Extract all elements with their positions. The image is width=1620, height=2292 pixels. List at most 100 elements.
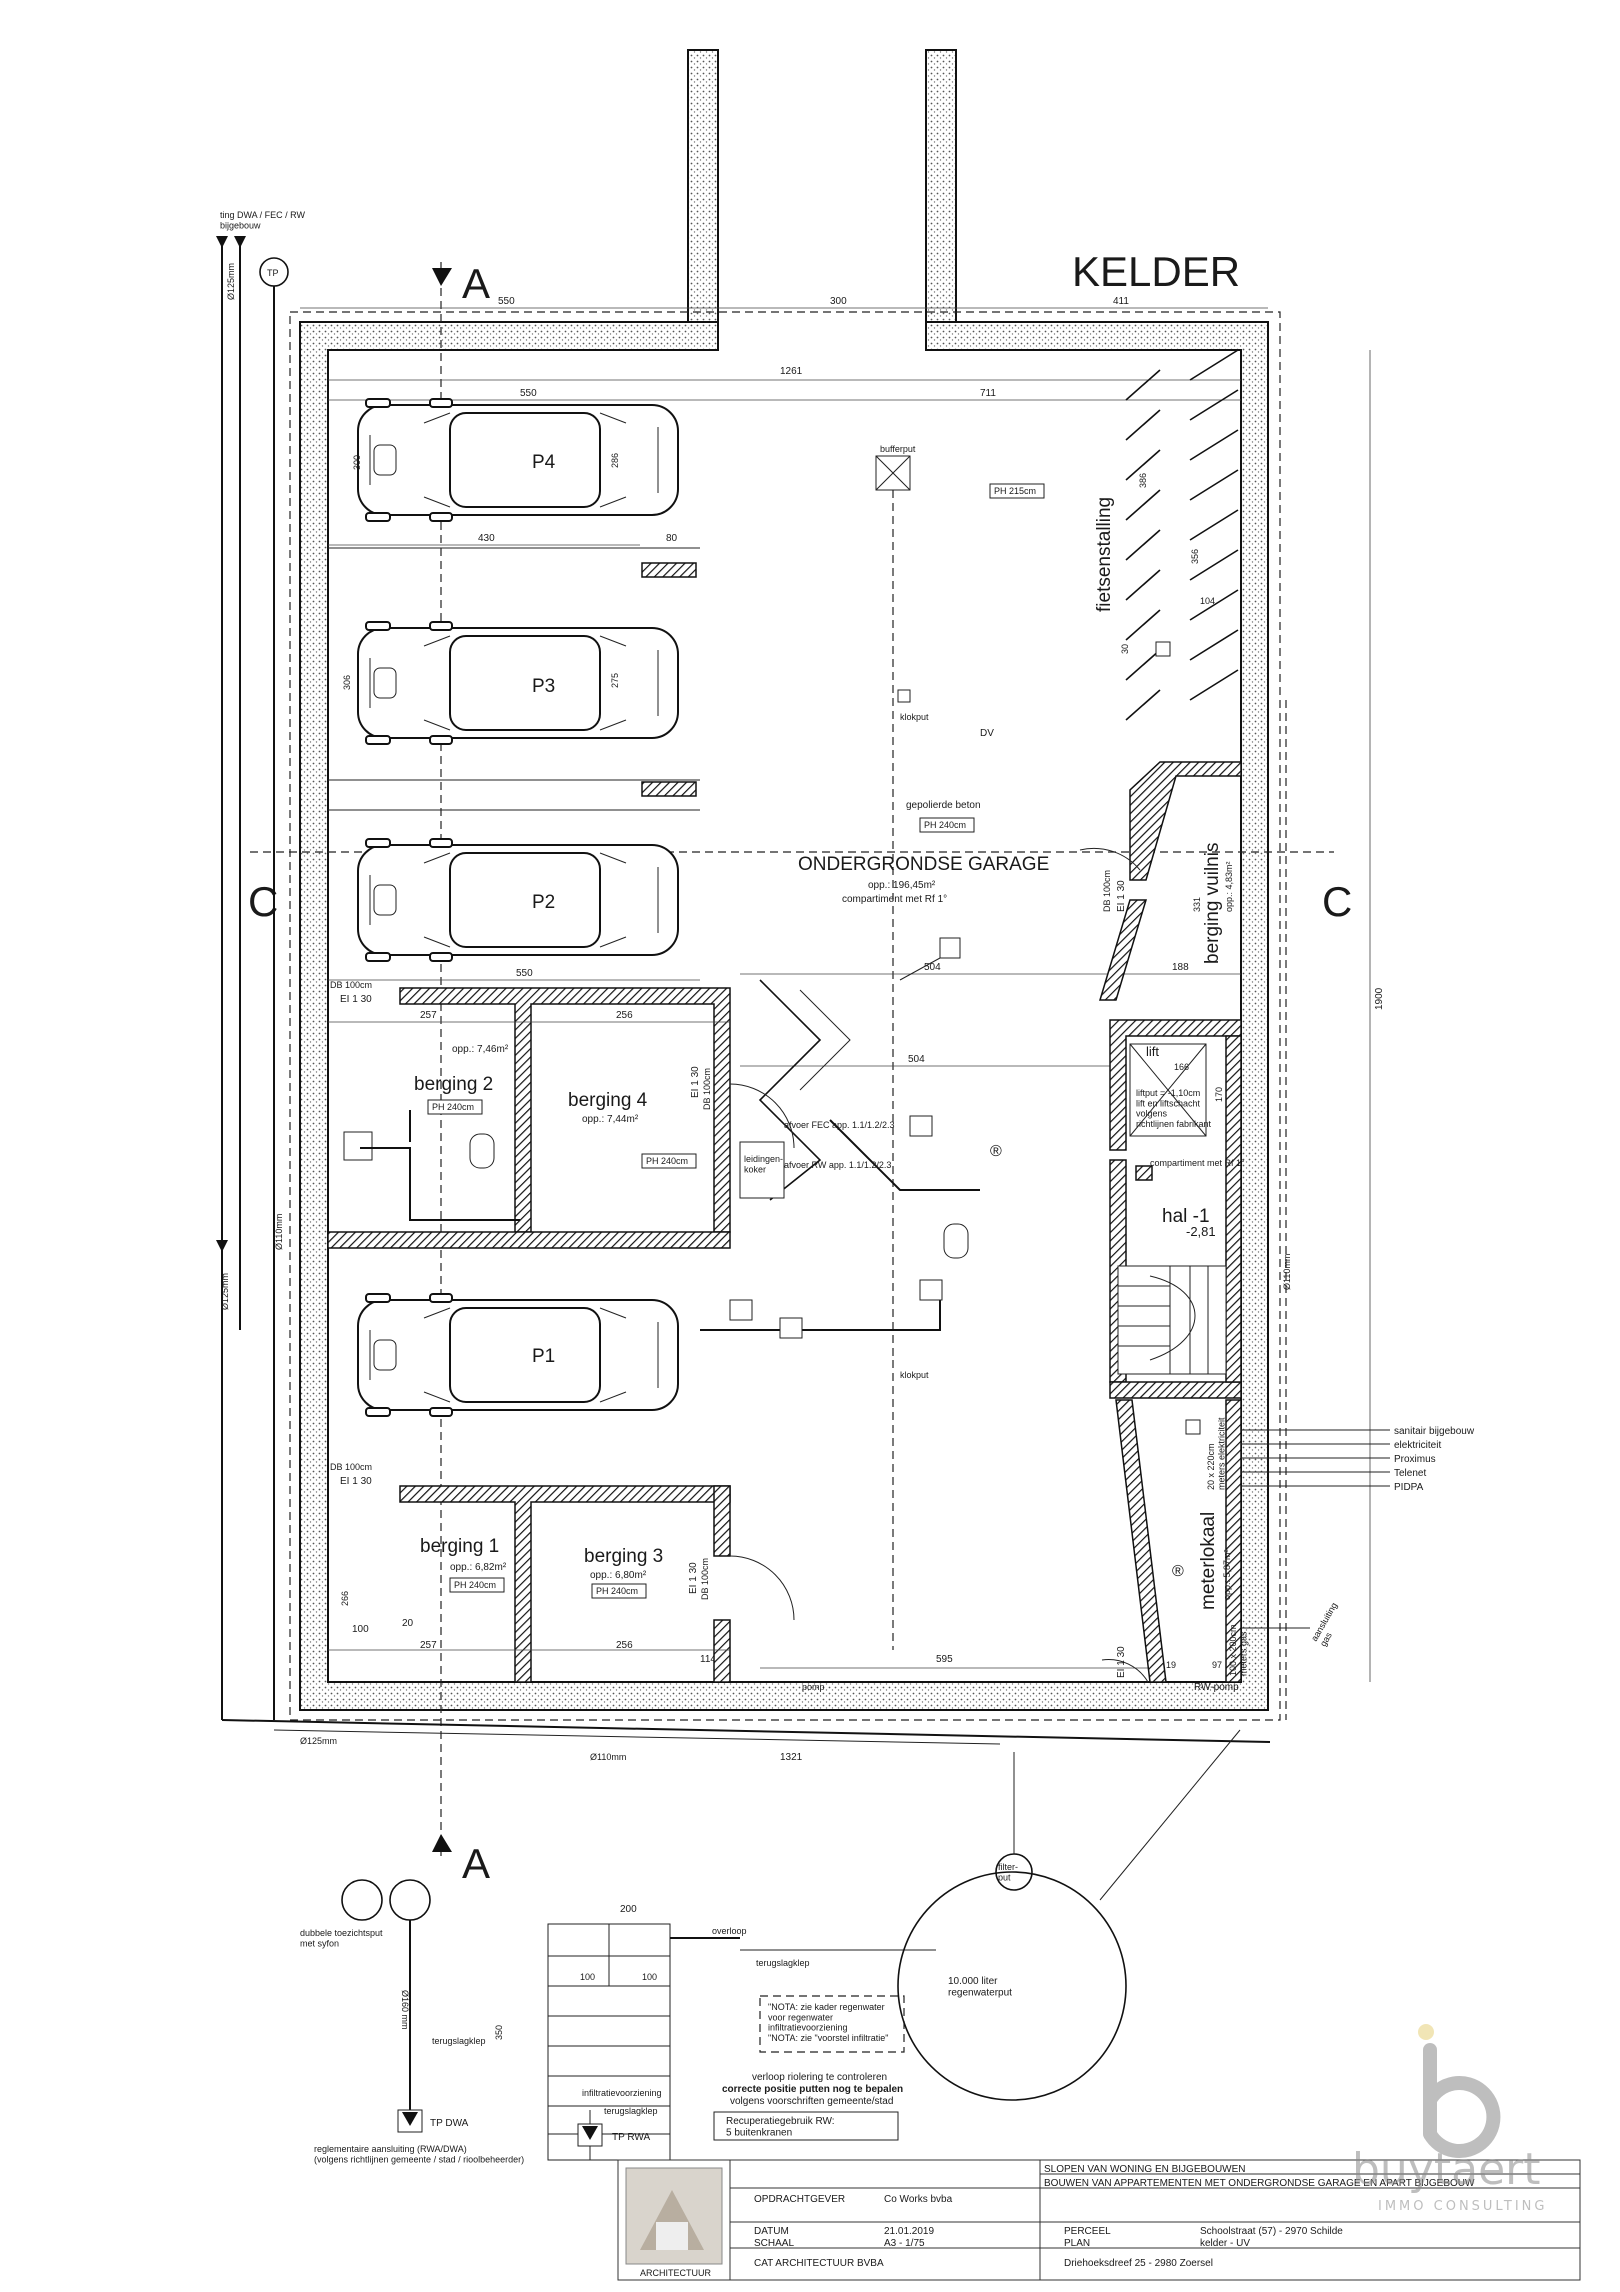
watermark-brand: buytaert xyxy=(1352,2144,1540,2195)
dim-356: 356 xyxy=(1190,549,1200,564)
dim-504-b: 504 xyxy=(908,1054,925,1065)
door-ei130-w: EI 1 30 xyxy=(1116,880,1127,912)
dim-256-a: 256 xyxy=(616,1010,633,1021)
door-db100-d: DB 100cm xyxy=(700,1558,710,1600)
car-p1 xyxy=(357,1293,679,1417)
perimeter-walls xyxy=(289,49,1281,1721)
rw-pump-label: RW-pomp xyxy=(1194,1682,1239,1693)
afvoer-rw-label: afvoer RW app. 1.1/1.2/2.3 xyxy=(784,1160,891,1170)
door-ei130-m: EI 1 30 xyxy=(1116,1646,1127,1678)
dim-top-411: 411 xyxy=(1113,296,1129,307)
dim-550-mid: 550 xyxy=(516,968,533,979)
tp-label: TP xyxy=(267,268,279,278)
pipe-110-right: Ø110mm xyxy=(1282,1254,1292,1290)
verloop-2: correcte positie putten nog te bepalen xyxy=(722,2084,903,2095)
dim-100-b: 100 xyxy=(642,1972,657,1982)
dim-256-b: 256 xyxy=(616,1640,633,1651)
storage-name-2: berging 2 xyxy=(414,1074,493,1095)
schaal-value: A3 - 1/75 xyxy=(884,2238,925,2249)
dim-1261: 1261 xyxy=(780,366,803,377)
dim-170: 170 xyxy=(1214,1087,1224,1102)
tp-rwa-label: TP RWA xyxy=(612,2132,650,2143)
wheel-stop xyxy=(641,781,697,797)
door-ei130-c: EI 1 30 xyxy=(690,1066,701,1098)
dim-19: 19 xyxy=(1166,1660,1176,1670)
dim-550-inner: 550 xyxy=(520,388,537,399)
garage-area: ONDERGRONDSE GARAGE opp.: 196,45m² compa… xyxy=(328,444,1241,1692)
dv-label: DV xyxy=(980,728,994,739)
reglementair-label: reglementaire aansluiting (RWA/DWA)(volg… xyxy=(314,2144,524,2164)
r-symbol: ® xyxy=(990,1143,1002,1160)
dim-386: 386 xyxy=(1138,473,1148,488)
utility-pidpa: PIDPA xyxy=(1394,1482,1424,1493)
architect-logo-text: ARCHITECTUUR xyxy=(640,2268,711,2278)
waste-room-area: opp.: 4,83m² xyxy=(1224,861,1234,912)
meter-room-area: opp.: 5,87m² xyxy=(1222,1549,1232,1600)
storage-area-3: opp.: 6,80m² xyxy=(590,1570,647,1581)
perceel-value: Schoolstraat (57) - 2970 Schilde xyxy=(1200,2226,1343,2237)
pipe-125-bottom: Ø125mm xyxy=(300,1736,337,1746)
pipe-125-a: Ø125mm xyxy=(226,263,236,300)
storage-name-3: berging 3 xyxy=(584,1546,663,1567)
wheel-stop xyxy=(641,562,697,578)
watermark-sub: IMMO CONSULTING xyxy=(1378,2199,1547,2214)
terugslagklep-2: terugslagklep xyxy=(756,1958,810,1968)
garage-compartment: compartiment met Rf 1° xyxy=(842,894,947,905)
storage-area-4: opp.: 7,44m² xyxy=(582,1114,639,1125)
waste-room-label: berging vuilnis xyxy=(1202,843,1223,964)
garage-name: ONDERGRONDSE GARAGE xyxy=(798,854,1049,875)
overloop-label: overloop xyxy=(712,1926,747,1936)
door-db100-a: DB 100cm xyxy=(330,980,372,990)
klokput-label: klokput xyxy=(900,712,929,722)
garage-ph215: PH 215cm xyxy=(994,486,1036,496)
pomp-label: pomp xyxy=(802,1682,825,1692)
door-db100-w: DB 100cm xyxy=(1102,870,1112,912)
parking-label-p4: P4 xyxy=(532,452,556,473)
gas-connection: aansluitinggas xyxy=(1309,1601,1348,1648)
dim-275: 275 xyxy=(610,673,620,688)
door-ei130-d: EI 1 30 xyxy=(688,1562,699,1594)
meter-note-elec: 20 x 220cmmeters elektriciteit xyxy=(1206,1417,1226,1490)
recuperatie-label: Recuperatiegebruik RW:5 buitenkranen xyxy=(726,2116,835,2139)
storage-area-2: opp.: 7,46m² xyxy=(452,1044,509,1055)
dim-20: 20 xyxy=(402,1618,414,1629)
dim-80: 80 xyxy=(666,533,678,544)
section-mark-a-bottom: A xyxy=(462,1840,490,1887)
door-ei130-a: EI 1 30 xyxy=(340,994,372,1005)
terugslagklep-3: terugslagklep xyxy=(604,2106,658,2116)
tp-dwa-label: TP DWA xyxy=(430,2118,469,2129)
datum-label: DATUM xyxy=(754,2226,789,2237)
utility-telenet: Telenet xyxy=(1394,1468,1426,1479)
storage-ph-2: PH 240cm xyxy=(432,1102,474,1112)
car-p2 xyxy=(357,838,679,962)
dim-1321: 1321 xyxy=(780,1752,803,1763)
storage-ph-3: PH 240cm xyxy=(596,1586,638,1596)
meter-note-gas: 100 x 200cmmeters gas xyxy=(1228,1624,1248,1676)
dim-188: 188 xyxy=(1172,962,1189,973)
door-db100-c: DB 100cm xyxy=(702,1068,712,1110)
dim-504-a: 504 xyxy=(924,962,941,973)
storage-name-1: berging 1 xyxy=(420,1536,499,1557)
project-line-1: SLOPEN VAN WONING EN BIJGEBOUWEN xyxy=(1044,2164,1246,2175)
plan-value: kelder - UV xyxy=(1200,2238,1250,2249)
dim-286: 286 xyxy=(610,453,620,468)
perceel-label: PERCEEL xyxy=(1064,2226,1111,2237)
dim-100: 100 xyxy=(352,1624,369,1635)
schaal-label: SCHAAL xyxy=(754,2238,794,2249)
utility-sanitair: sanitair bijgebouw xyxy=(1394,1426,1475,1437)
pipe-110-left: Ø110mm xyxy=(274,1214,284,1250)
storage-name-4: berging 4 xyxy=(568,1090,648,1111)
dim-711: 711 xyxy=(980,388,996,399)
door-ei130-b: EI 1 30 xyxy=(340,1476,372,1487)
storage-ph-1: PH 240cm xyxy=(454,1580,496,1590)
garage-area-value: opp.: 196,45m² xyxy=(868,880,936,891)
dim-30: 30 xyxy=(1120,644,1130,654)
dim-104: 104 xyxy=(1200,596,1215,606)
section-mark-a-top: A xyxy=(462,260,490,307)
filter-pit-label: filter-put xyxy=(998,1862,1018,1882)
